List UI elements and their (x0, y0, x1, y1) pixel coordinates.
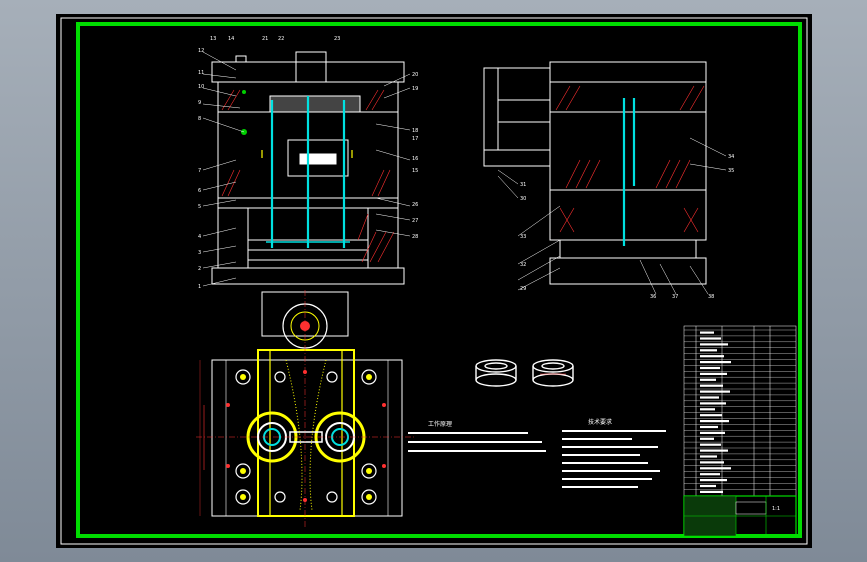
drawing-paper (56, 14, 812, 548)
parts-list-text-mark (700, 479, 727, 482)
parts-list-text-mark (700, 461, 724, 464)
parts-list-text-mark (700, 343, 728, 346)
callout-33: 33 (520, 234, 526, 240)
callout-22: 22 (278, 36, 284, 42)
callout-35: 35 (728, 168, 734, 174)
front-callouts-right: 20 19 18 17 16 15 26 27 28 (412, 72, 418, 240)
parts-list-text-mark (700, 337, 721, 340)
parts-list-text-mark (700, 425, 718, 429)
callout-12: 12 (198, 48, 204, 54)
parts-list-text-mark (700, 449, 728, 452)
callout-29: 29 (520, 286, 526, 292)
callout-16: 16 (412, 156, 418, 162)
parts-list-text-mark (700, 473, 720, 476)
parts-list-text-mark (700, 378, 716, 381)
callout-1: 1 (198, 284, 201, 290)
callout-11: 11 (198, 70, 204, 76)
working-principle-title: 工作原理 (428, 420, 452, 428)
part-views (475, 359, 574, 387)
outer-border (60, 17, 808, 545)
notes-block: 工作原理 技术要求 (408, 418, 666, 488)
callout-20: 20 (412, 72, 418, 78)
front-callouts-top: 21 22 23 (262, 36, 340, 42)
parts-list-text-mark (700, 431, 725, 434)
parts-list-rows (684, 329, 796, 493)
side-section-view (483, 61, 707, 285)
callout-10: 10 (198, 84, 204, 90)
callout-31: 31 (520, 182, 526, 188)
callout-18: 18 (412, 128, 418, 134)
callout-34: 34 (728, 154, 734, 160)
callout-13: 13 (210, 36, 216, 42)
parts-list-text-mark (700, 467, 731, 470)
callout-28: 28 (412, 234, 418, 240)
side-cooling-channels (622, 98, 636, 246)
parts-list-text-mark (700, 414, 722, 417)
plan-view (196, 290, 414, 528)
front-ejector-pins (261, 150, 353, 158)
scale-label: 1:1 (772, 506, 780, 512)
parts-list-text-mark (700, 402, 726, 405)
callout-27: 27 (412, 218, 418, 224)
callout-7: 7 (198, 168, 201, 174)
callout-37: 37 (672, 294, 678, 300)
callout-30: 30 (520, 196, 526, 202)
parts-list-text-mark (700, 372, 727, 375)
parts-list-text-mark (700, 355, 724, 358)
callout-23: 23 (334, 36, 340, 42)
callout-32: 32 (520, 262, 526, 268)
callout-17: 17 (412, 136, 418, 142)
parts-list-text-mark (700, 408, 715, 411)
parts-list-text-mark (700, 443, 721, 446)
parts-list-text-mark (700, 390, 730, 393)
callout-19: 19 (412, 86, 418, 92)
callout-21: 21 (262, 36, 268, 42)
callout-8: 8 (198, 116, 201, 122)
callout-5: 5 (198, 204, 201, 210)
side-hatching (555, 85, 705, 233)
technical-requirements-title: 技术要求 (588, 418, 612, 426)
callout-3: 3 (198, 250, 201, 256)
parts-list-text-mark (700, 420, 729, 423)
callout-6: 6 (198, 188, 201, 194)
parts-list-text-mark (700, 384, 723, 387)
parts-list-text-mark (700, 331, 714, 334)
callout-36: 36 (650, 294, 656, 300)
parts-list-text-mark (700, 490, 723, 493)
inner-border (76, 22, 802, 538)
front-leaders (202, 51, 411, 287)
side-callouts: 34 35 31 30 33 32 29 36 37 38 (520, 154, 734, 300)
side-leaders (497, 137, 727, 295)
parts-list-text-mark (700, 349, 717, 352)
callout-14: 14 (228, 36, 234, 42)
front-cooling-channels (266, 96, 350, 248)
front-callouts-left: 12 14 13 11 10 9 8 7 6 5 4 3 2 1 (198, 36, 234, 290)
front-hatching (221, 89, 395, 263)
callout-15: 15 (412, 168, 418, 174)
parts-list-text-mark (700, 437, 714, 440)
parts-list-text-mark (700, 366, 720, 370)
callout-26: 26 (412, 202, 418, 208)
parts-list-text-mark (700, 396, 719, 399)
title-block: 1:1 (683, 495, 797, 537)
callout-38: 38 (708, 294, 714, 300)
parts-list-text-mark (700, 484, 716, 488)
parts-list-text-mark (700, 361, 731, 364)
callout-9: 9 (198, 100, 201, 106)
callout-2: 2 (198, 266, 201, 272)
callout-4: 4 (198, 234, 201, 240)
parts-list-text-mark (700, 455, 717, 458)
